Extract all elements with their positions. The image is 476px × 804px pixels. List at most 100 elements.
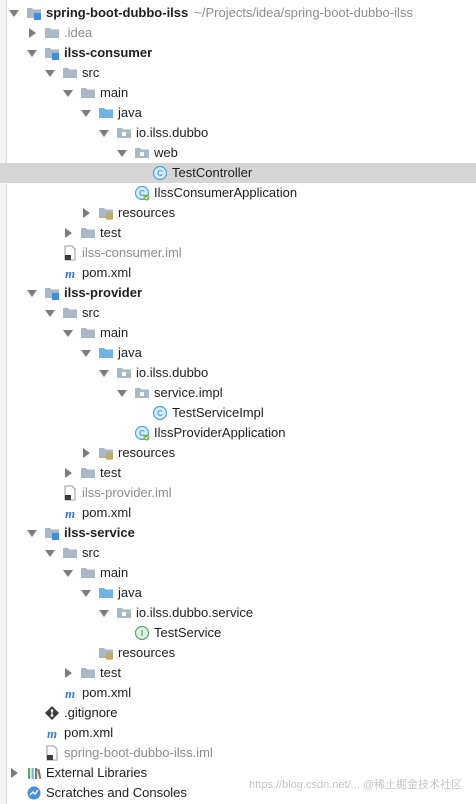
folder-icon [80,465,96,481]
resources-folder-icon [98,445,114,461]
tree-row[interactable]: web [0,143,476,163]
tree-row[interactable]: spring-boot-dubbo-ilss.iml [0,743,476,763]
tree-row[interactable]: External Libraries [0,763,476,783]
tree-item-label: io.ilss.dubbo.service [136,605,254,620]
folder-icon [62,305,78,321]
svg-text:C: C [157,409,163,418]
tree-item-label: External Libraries [46,765,148,780]
tree-row[interactable]: src [0,303,476,323]
chevron-right-icon[interactable] [8,763,20,783]
chevron-down-icon[interactable] [62,83,74,103]
folder-icon [44,25,60,41]
chevron-right-icon[interactable] [62,463,74,483]
maven-icon: m [62,505,78,521]
tree-row[interactable]: main [0,323,476,343]
chevron-down-icon[interactable] [116,383,128,403]
tree-row[interactable]: src [0,63,476,83]
tree-row[interactable]: test [0,463,476,483]
tree-row[interactable]: ilss-provider.iml [0,483,476,503]
chevron-down-icon[interactable] [116,143,128,163]
chevron-down-icon[interactable] [98,123,110,143]
chevron-right-icon[interactable] [62,663,74,683]
chevron-down-icon[interactable] [62,563,74,583]
folder-icon [80,325,96,341]
tree-row[interactable]: spring-boot-dubbo-ilss~/Projects/idea/sp… [0,3,476,23]
chevron-down-icon[interactable] [98,603,110,623]
chevron-right-icon[interactable] [26,23,38,43]
chevron-right-icon[interactable] [62,223,74,243]
tree-item-label: ilss-consumer.iml [82,245,182,260]
tree-item-label: ilss-consumer [64,45,153,60]
tree-item-label: spring-boot-dubbo-ilss.iml [64,745,213,760]
tree-item-label: io.ilss.dubbo [136,125,209,140]
tree-item-label: pom.xml [82,685,132,700]
tree-item-label: test [100,465,121,480]
folder-icon [62,545,78,561]
tree-item-label: src [82,545,100,560]
project-tree: spring-boot-dubbo-ilss~/Projects/idea/sp… [0,3,476,803]
tree-row[interactable]: Scratches and Consoles [0,783,476,803]
git-icon [44,705,60,721]
chevron-down-icon[interactable] [8,3,20,23]
tree-row[interactable]: main [0,83,476,103]
tree-row[interactable]: ilss-service [0,523,476,543]
tree-item-label: IlssProviderApplication [154,425,286,440]
chevron-right-icon[interactable] [80,203,92,223]
tree-item-label: resources [118,445,176,460]
tree-row[interactable]: java [0,583,476,603]
tree-row[interactable]: test [0,663,476,683]
tree-row[interactable]: C IlssProviderApplication [0,423,476,443]
tree-row[interactable]: src [0,543,476,563]
chevron-down-icon[interactable] [80,583,92,603]
resources-folder-icon [98,205,114,221]
tree-row[interactable]: io.ilss.dubbo [0,123,476,143]
tree-row[interactable]: ilss-provider [0,283,476,303]
tree-row[interactable]: .gitignore [0,703,476,723]
chevron-down-icon[interactable] [44,63,56,83]
tree-item-label: .idea [64,25,93,40]
tree-row[interactable]: io.ilss.dubbo.service [0,603,476,623]
tree-row[interactable]: resources [0,203,476,223]
tree-row[interactable]: resources [0,443,476,463]
source-folder-icon [98,585,114,601]
tree-row[interactable]: java [0,103,476,123]
chevron-down-icon[interactable] [44,543,56,563]
svg-text:C: C [139,429,145,438]
scratches-icon [26,785,42,801]
tree-row[interactable]: .idea [0,23,476,43]
chevron-down-icon[interactable] [44,303,56,323]
tree-row[interactable]: ilss-consumer [0,43,476,63]
tree-row[interactable]: service.impl [0,383,476,403]
chevron-down-icon[interactable] [80,343,92,363]
tree-row[interactable]: io.ilss.dubbo [0,363,476,383]
tree-row[interactable]: resources [0,643,476,663]
chevron-down-icon[interactable] [26,43,38,63]
chevron-down-icon[interactable] [26,283,38,303]
chevron-right-icon[interactable] [80,443,92,463]
tree-item-label: TestService [154,625,222,640]
tree-row[interactable]: test [0,223,476,243]
tree-item-label: spring-boot-dubbo-ilss~/Projects/idea/sp… [46,5,413,20]
tree-item-label: test [100,665,121,680]
tree-item-label: TestController [172,165,253,180]
package-icon [116,125,132,141]
chevron-down-icon[interactable] [80,103,92,123]
svg-text:m: m [65,506,75,521]
tree-row[interactable]: main [0,563,476,583]
tree-row[interactable]: java [0,343,476,363]
svg-text:m: m [65,266,75,281]
chevron-down-icon[interactable] [62,323,74,343]
tree-row[interactable]: ilss-consumer.iml [0,243,476,263]
tree-item-label: service.impl [154,385,223,400]
chevron-down-icon[interactable] [98,363,110,383]
chevron-down-icon[interactable] [26,523,38,543]
